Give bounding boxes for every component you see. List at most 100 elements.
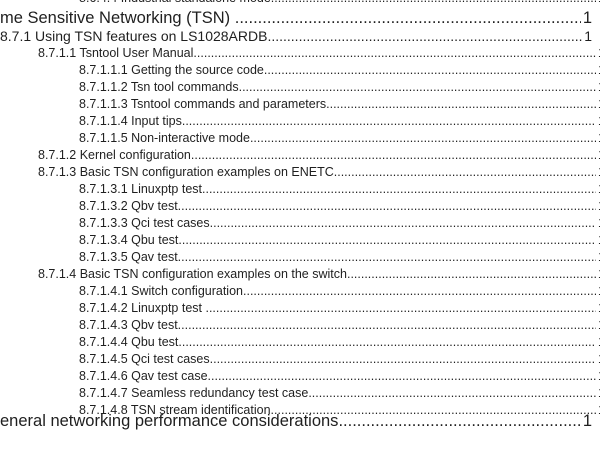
toc-entry-label: 8.7.1.1.3 Tsntool commands and parameter… — [79, 97, 327, 111]
toc-entry-label: 8.7.1.4.4 Qbu test — [79, 335, 179, 349]
dot-leader: ........................................… — [238, 80, 597, 94]
toc-entry-label: 8.7.1.4.2 Linuxptp test — [79, 301, 206, 315]
page-number: 1 — [596, 62, 600, 78]
page-number: 1 — [596, 130, 600, 146]
toc-entry[interactable]: 8.7.1.4.4 Qbu test......................… — [79, 334, 600, 350]
toc-entry[interactable]: 8.7.1.4.7 Seamless redundancy test case.… — [79, 385, 600, 401]
dot-leader: ........................................… — [271, 0, 596, 6]
dot-leader: ........................................… — [181, 114, 596, 128]
toc-entry[interactable]: 8.6.4.4 Industrial standalone mode......… — [79, 0, 600, 6]
page-number: 1 — [596, 283, 600, 299]
page-number: 1 — [596, 181, 600, 197]
toc-entry[interactable]: 8.7.1.1.5 Non-interactive mode..........… — [79, 130, 600, 146]
toc-entry-label: 8.7.1.3.1 Linuxptp test — [79, 182, 203, 196]
toc-entry[interactable]: 8.7.1.4.5 Qci test cases................… — [79, 351, 600, 367]
toc-entry-label: 8.7.1.2 Kernel configuration — [38, 148, 191, 162]
toc-entry[interactable]: 8.7.1.1.1 Getting the source code.......… — [79, 62, 600, 78]
dot-leader: ........................................… — [326, 97, 597, 111]
toc-entry-label: 8.7.1.1.5 Non-interactive mode — [79, 131, 250, 145]
page-number: 1 — [596, 79, 600, 95]
dot-leader: ........................................… — [207, 369, 597, 383]
dot-leader: ........................................… — [263, 63, 597, 77]
page-number: 1 — [596, 351, 600, 367]
page-number: 1 — [596, 215, 600, 231]
toc-entry-label: 8.7.1.3.5 Qav test — [79, 250, 178, 264]
page-number: 1 — [596, 402, 600, 418]
page-number: 1 — [596, 300, 600, 316]
dot-leader: ........................................… — [333, 165, 596, 179]
dot-leader: ........................................… — [270, 403, 597, 417]
toc-entry-label: 8.7.1.1.1 Getting the source code — [79, 63, 264, 77]
page-number: 1 — [596, 232, 600, 248]
dot-leader: ........................................… — [177, 199, 596, 213]
page-number: 1 — [596, 317, 600, 333]
page-number: 1 — [596, 45, 600, 61]
toc-entry[interactable]: 8.7.1.1.4 Input tips....................… — [79, 113, 600, 129]
toc-entry[interactable]: me Sensitive Networking (TSN) ..........… — [0, 8, 592, 28]
page-number: 1 — [584, 28, 592, 44]
page-number: 1 — [596, 96, 600, 112]
dot-leader: ........................................… — [243, 284, 596, 298]
page-number: 1 — [596, 198, 600, 214]
page-number: 1 — [596, 113, 600, 129]
toc-entry[interactable]: 8.7.1 Using TSN features on LS1028ARDB..… — [0, 27, 592, 45]
dot-leader: ........................................… — [249, 131, 597, 145]
toc-entry[interactable]: 8.7.1.1 Tsntool User Manual.............… — [38, 45, 600, 61]
dot-leader: ........................................… — [234, 9, 581, 27]
toc-entry-label: 8.7.1.3.2 Qbv test — [79, 199, 178, 213]
dot-leader: ........................................… — [202, 182, 596, 196]
dot-leader: ........................................… — [178, 233, 596, 247]
toc-entry-label: 8.7.1.4.7 Seamless redundancy test case — [79, 386, 309, 400]
toc-entry-label: eneral networking performance considerat… — [0, 412, 339, 430]
toc-entry[interactable]: 8.7.1.3.2 Qbv test......................… — [79, 198, 600, 214]
dot-leader: ........................................… — [193, 46, 597, 60]
toc-entry-label: 8.7.1.3.4 Qbu test — [79, 233, 179, 247]
toc-entry-label: 8.6.4.4 Industrial standalone mode — [79, 0, 271, 6]
toc-entry-label: 8.7.1.4 Basic TSN configuration examples… — [38, 267, 347, 281]
dot-leader: ........................................… — [338, 412, 581, 430]
toc-entry-label: me Sensitive Networking (TSN) — [0, 9, 235, 27]
toc-entry[interactable]: 8.7.1.3.4 Qbu test......................… — [79, 232, 600, 248]
toc-entry-label: 8.7.1.4.5 Qci test cases — [79, 352, 210, 366]
dot-leader: ........................................… — [177, 318, 596, 332]
toc-entry-label: 8.7.1.4.6 Qav test case — [79, 369, 208, 383]
toc-entry[interactable]: 8.7.1.4.6 Qav test case.................… — [79, 368, 600, 384]
page-number: 1 — [596, 266, 600, 282]
dot-leader: ........................................… — [308, 386, 596, 400]
toc-entry[interactable]: 8.7.1.3.5 Qav test......................… — [79, 249, 600, 265]
dot-leader: ........................................… — [209, 352, 597, 366]
page-number: 1 — [596, 334, 600, 350]
page-number: 1 — [596, 147, 600, 163]
toc-entry[interactable]: 8.7.1.2 Kernel configuration............… — [38, 147, 600, 163]
toc-entry-label: 8.7.1.4.1 Switch configuration — [79, 284, 243, 298]
toc-entry-label: 8.7.1.3.3 Qci test cases — [79, 216, 210, 230]
page-number: 1 — [582, 412, 592, 430]
toc-entry[interactable]: 8.7.1.4.3 Qbv test......................… — [79, 317, 600, 333]
toc-entry[interactable]: 8.7.1.1.2 Tsn tool commands.............… — [79, 79, 600, 95]
toc-entry[interactable]: 8.7.1.4.2 Linuxptp test ................… — [79, 300, 600, 316]
dot-leader: ........................................… — [190, 148, 596, 162]
page-number: 1 — [596, 249, 600, 265]
toc-entry-label: 8.7.1 Using TSN features on LS1028ARDB — [0, 28, 268, 44]
dot-leader: ........................................… — [346, 267, 596, 281]
toc-entry[interactable]: 8.7.1.3 Basic TSN configuration examples… — [38, 164, 600, 180]
toc-entry[interactable]: 8.7.1.4.1 Switch configuration..........… — [79, 283, 600, 299]
toc-entry[interactable]: 8.7.1.1.3 Tsntool commands and parameter… — [79, 96, 600, 112]
toc-entry[interactable]: 8.7.1.3.3 Qci test cases................… — [79, 215, 600, 231]
toc-entry-label: 8.7.1.1 Tsntool User Manual — [38, 46, 194, 60]
toc-entry-label: 8.7.1.1.2 Tsn tool commands — [79, 80, 239, 94]
toc-entry-label: 8.7.1.4.8 TSN stream identification — [79, 403, 271, 417]
page-number: 1 — [582, 9, 592, 27]
page-number: 1 — [596, 164, 600, 180]
toc-entry-label: 8.7.1.4.3 Qbv test — [79, 318, 178, 332]
dot-leader: ........................................… — [205, 301, 596, 315]
page-number: 1 — [596, 385, 600, 401]
dot-leader: ........................................… — [267, 28, 583, 44]
toc-entry[interactable]: eneral networking performance considerat… — [0, 411, 592, 431]
toc-entry[interactable]: 8.7.1.4 Basic TSN configuration examples… — [38, 266, 600, 282]
page-number: 1 — [596, 368, 600, 384]
page-number: 1 — [596, 0, 600, 6]
toc-entry[interactable]: 8.7.1.3.1 Linuxptp test.................… — [79, 181, 600, 197]
toc-entry[interactable]: 8.7.1.4.8 TSN stream identification.....… — [79, 402, 600, 418]
